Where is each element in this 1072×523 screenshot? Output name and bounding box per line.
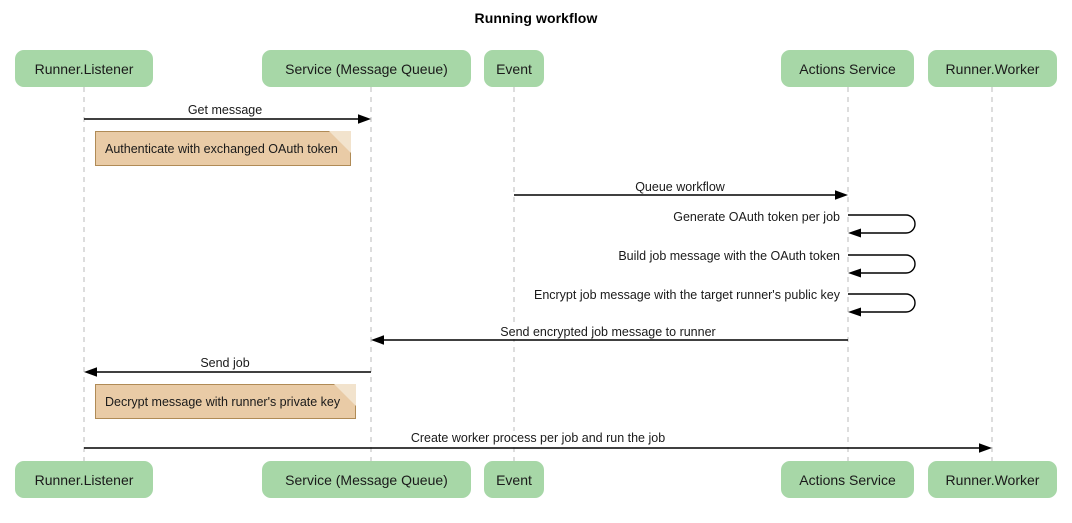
note-n2: Decrypt message with runner's private ke… <box>95 384 356 419</box>
message-label-m7: Send job <box>197 356 253 370</box>
arrowhead-m3 <box>848 228 861 238</box>
participant-label: Runner.Listener <box>34 60 134 77</box>
note-label: Decrypt message with runner's private ke… <box>105 394 341 409</box>
participant-event-bottom[interactable]: Event <box>484 461 544 498</box>
note-label: Authenticate with exchanged OAuth token <box>105 141 338 156</box>
arrowhead-m5 <box>848 307 861 317</box>
participant-event-top[interactable]: Event <box>484 50 544 87</box>
participant-label: Runner.Listener <box>34 471 134 488</box>
message-label-m5: Encrypt job message with the target runn… <box>530 288 843 302</box>
participant-actions-service-top[interactable]: Actions Service <box>781 50 914 87</box>
note-n1: Authenticate with exchanged OAuth token <box>95 131 351 166</box>
self-message-m5 <box>848 293 916 313</box>
message-label-m2: Queue workflow <box>632 180 728 194</box>
arrowhead-m1 <box>358 114 371 124</box>
participant-actions-service-bottom[interactable]: Actions Service <box>781 461 914 498</box>
lifelines-group <box>83 87 993 461</box>
arrowhead-m6 <box>371 335 384 345</box>
message-label-m4: Build job message with the OAuth token <box>615 249 843 263</box>
arrowhead-m7 <box>84 367 97 377</box>
participant-label: Event <box>496 60 532 77</box>
participant-service-mq-bottom[interactable]: Service (Message Queue) <box>262 461 471 498</box>
message-label-m8: Create worker process per job and run th… <box>407 431 669 445</box>
arrowhead-m8 <box>979 443 992 453</box>
participant-label: Runner.Worker <box>945 60 1040 77</box>
message-label-m1: Get message <box>184 103 266 117</box>
participant-runner-listener-top[interactable]: Runner.Listener <box>15 50 153 87</box>
participant-label: Event <box>496 471 532 488</box>
participant-runner-worker-top[interactable]: Runner.Worker <box>928 50 1057 87</box>
participant-label: Runner.Worker <box>945 471 1040 488</box>
participant-runner-listener-bottom[interactable]: Runner.Listener <box>15 461 153 498</box>
arrowhead-m4 <box>848 268 861 278</box>
note-folded-corner-icon <box>344 385 355 396</box>
message-label-m3: Generate OAuth token per job <box>670 210 843 224</box>
participant-runner-worker-bottom[interactable]: Runner.Worker <box>928 461 1057 498</box>
participant-service-mq-top[interactable]: Service (Message Queue) <box>262 50 471 87</box>
self-message-m3 <box>848 214 916 234</box>
message-label-m6: Send encrypted job message to runner <box>497 325 719 339</box>
participant-label: Actions Service <box>799 471 896 488</box>
arrows-group <box>84 114 992 453</box>
participant-label: Actions Service <box>799 60 896 77</box>
participant-label: Service (Message Queue) <box>285 471 448 488</box>
self-message-m4 <box>848 254 916 274</box>
arrowhead-m2 <box>835 190 848 200</box>
page-title: Running workflow <box>474 10 598 26</box>
participant-label: Service (Message Queue) <box>285 60 448 77</box>
note-folded-corner-icon <box>339 132 350 143</box>
